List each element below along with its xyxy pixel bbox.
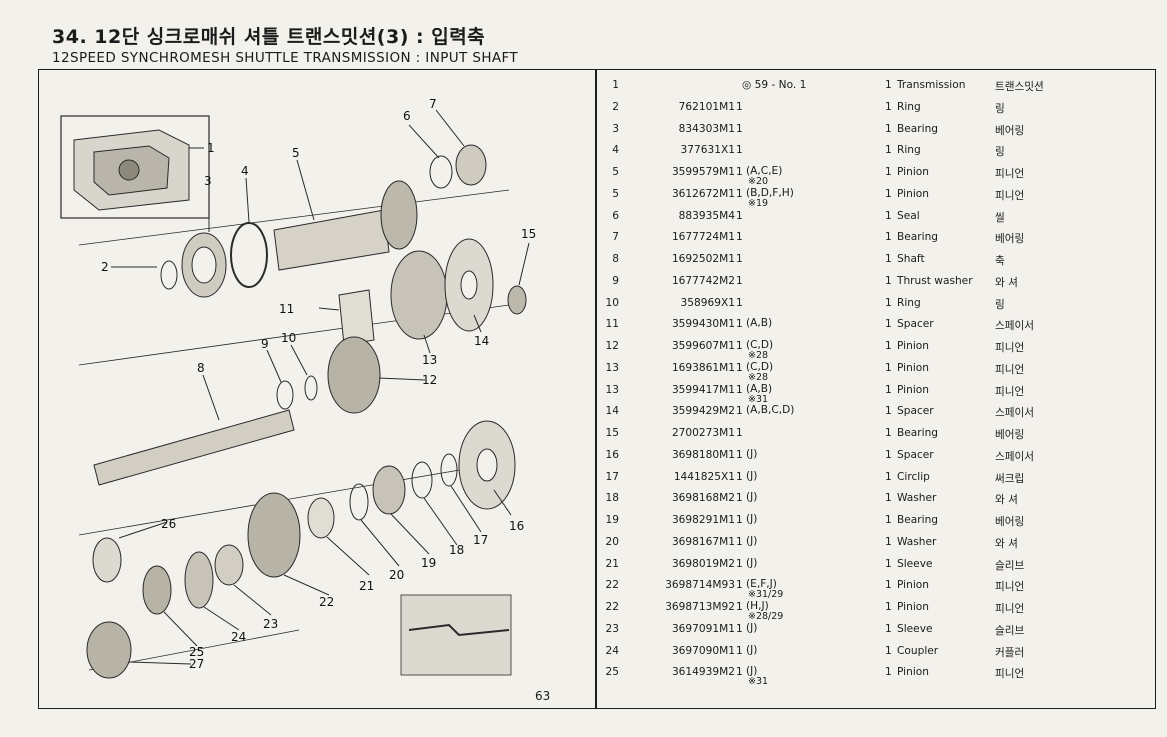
- page-number: 63: [535, 689, 551, 703]
- callout-11: 11: [279, 302, 294, 316]
- callout-1: 1: [207, 141, 215, 155]
- callout-17: 17: [473, 533, 488, 547]
- callout-13: 13: [422, 353, 437, 367]
- callout-9: 9: [261, 337, 269, 351]
- callout-10: 10: [281, 331, 296, 345]
- callout-5: 5: [292, 146, 300, 160]
- callout-2: 2: [101, 260, 109, 274]
- callout-7: 7: [429, 97, 437, 111]
- callout-4: 4: [241, 164, 249, 178]
- callout-20: 20: [389, 568, 404, 582]
- page-header: 34. 12단 싱크로매쉬 셔틀 트랜스밋션(3) : 입력축 12SPEED …: [52, 22, 518, 66]
- callout-15: 15: [521, 227, 536, 241]
- callout-19: 19: [421, 556, 436, 570]
- callout-25: 25: [189, 645, 204, 659]
- callout-12: 12: [422, 373, 437, 387]
- catalog-frame: 1 2 3 4 5 6 7 8 9 10 11 12 13 14 15 16 1…: [38, 69, 1156, 709]
- callout-3: 3: [204, 174, 212, 188]
- callout-8: 8: [197, 361, 205, 375]
- callout-24: 24: [231, 630, 246, 644]
- callout-21: 21: [359, 579, 374, 593]
- column-divider: [595, 70, 597, 708]
- callout-22: 22: [319, 595, 334, 609]
- callout-27: 27: [189, 657, 204, 671]
- page-title: 34. 12단 싱크로매쉬 셔틀 트랜스밋션(3) : 입력축: [52, 26, 486, 48]
- callout-18: 18: [449, 543, 464, 557]
- exploded-view-diagram: 1 2 3 4 5 6 7 8 9 10 11 12 13 14 15 16 1…: [60, 97, 536, 679]
- callout-23: 23: [263, 617, 278, 631]
- callout-26: 26: [161, 517, 176, 531]
- callout-6: 6: [403, 109, 411, 123]
- callout-14: 14: [474, 334, 489, 348]
- callout-16: 16: [509, 519, 524, 533]
- page-subtitle: 12SPEED SYNCHROMESH SHUTTLE TRANSMISSION…: [52, 50, 519, 66]
